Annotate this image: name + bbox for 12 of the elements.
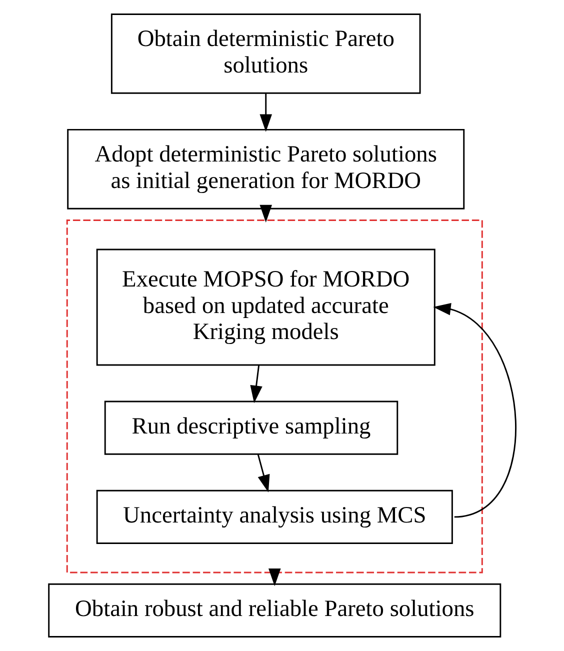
arrow xyxy=(256,454,270,492)
arrow xyxy=(250,365,262,404)
node-box: Execute MOPSO for MORDO based on updated accurate Kriging models xyxy=(96,248,435,366)
node-box: Obtain robust and reliable Pareto solutions xyxy=(48,583,501,638)
arrow xyxy=(259,204,272,222)
node-box: Uncertainty analysis using MCS xyxy=(96,490,452,544)
cluster xyxy=(66,220,482,574)
node-box: Obtain deterministic Pareto solutions xyxy=(110,14,420,94)
arrow xyxy=(268,568,280,586)
arrow xyxy=(259,93,272,132)
arrow xyxy=(432,303,516,518)
node-box: Run descriptive sampling xyxy=(104,400,398,455)
